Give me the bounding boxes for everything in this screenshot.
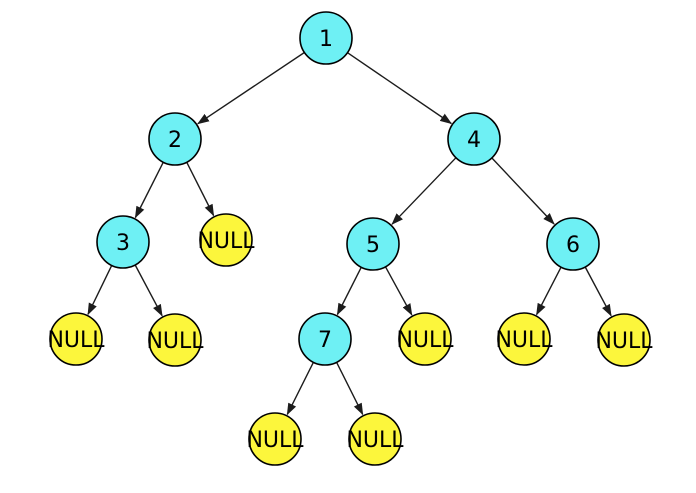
node-circle [49, 312, 103, 366]
node-circle [597, 313, 651, 367]
tree-node-null-n5r: NULL [396, 312, 454, 366]
node-label: 4 [467, 128, 481, 153]
edge-n1-n2 [197, 51, 305, 125]
tree-node-3: 3 [96, 215, 150, 269]
node-circle [298, 312, 352, 366]
tree-node-2: 2 [148, 112, 202, 166]
node-circle [96, 215, 150, 269]
node-label: 6 [566, 233, 580, 258]
edge-n7-n7r [335, 361, 364, 416]
node-circle [398, 312, 452, 366]
edge-n3-n3r [134, 264, 163, 317]
tree-node-6: 6 [546, 217, 600, 271]
tree-node-null-n3r: NULL [146, 313, 204, 367]
tree-node-1: 1 [299, 11, 353, 65]
node-label: NULL [396, 328, 454, 353]
tree-node-null-n6l: NULL [495, 312, 553, 366]
node-circle [248, 412, 302, 466]
node-circle [497, 312, 551, 366]
node-label: NULL [495, 328, 553, 353]
edge-n1-n4 [347, 52, 453, 125]
node-circle [199, 213, 253, 267]
node-label: 5 [366, 233, 380, 258]
edge-n4-n5 [391, 157, 457, 225]
node-circle [447, 112, 501, 166]
tree-node-5: 5 [346, 217, 400, 271]
edge-n3-n3l [87, 265, 113, 316]
node-label: 1 [319, 27, 333, 52]
node-label: 2 [168, 128, 182, 153]
edge-n2-n3 [134, 161, 164, 219]
edge-n6-n6r [584, 266, 612, 317]
node-circle [348, 412, 402, 466]
node-label: NULL [246, 428, 304, 453]
edge-n6-n6l [535, 266, 562, 316]
node-circle [546, 217, 600, 271]
tree-node-7: 7 [298, 312, 352, 366]
edge-n7-n7l [286, 361, 315, 416]
node-label: NULL [47, 328, 105, 353]
tree-node-null-n6r: NULL [595, 313, 653, 367]
edge-n4-n6 [491, 157, 555, 225]
node-circle [148, 112, 202, 166]
edge-n2-n2r [186, 161, 215, 217]
edge-n5-n7 [336, 266, 362, 316]
edge-n5-n5r [384, 266, 413, 316]
node-circle [148, 313, 202, 367]
tree-node-null-n2r: NULL [197, 213, 255, 267]
node-circle [299, 11, 353, 65]
tree-node-4: 4 [447, 112, 501, 166]
node-circle [346, 217, 400, 271]
node-label: NULL [146, 329, 204, 354]
node-label: 7 [318, 328, 332, 353]
node-label: NULL [346, 428, 404, 453]
tree-node-null-n7r: NULL [346, 412, 404, 466]
node-label: NULL [595, 329, 653, 354]
tree-node-null-n3l: NULL [47, 312, 105, 366]
node-label: NULL [197, 229, 255, 254]
tree-node-null-n7l: NULL [246, 412, 304, 466]
node-label: 3 [116, 231, 130, 256]
